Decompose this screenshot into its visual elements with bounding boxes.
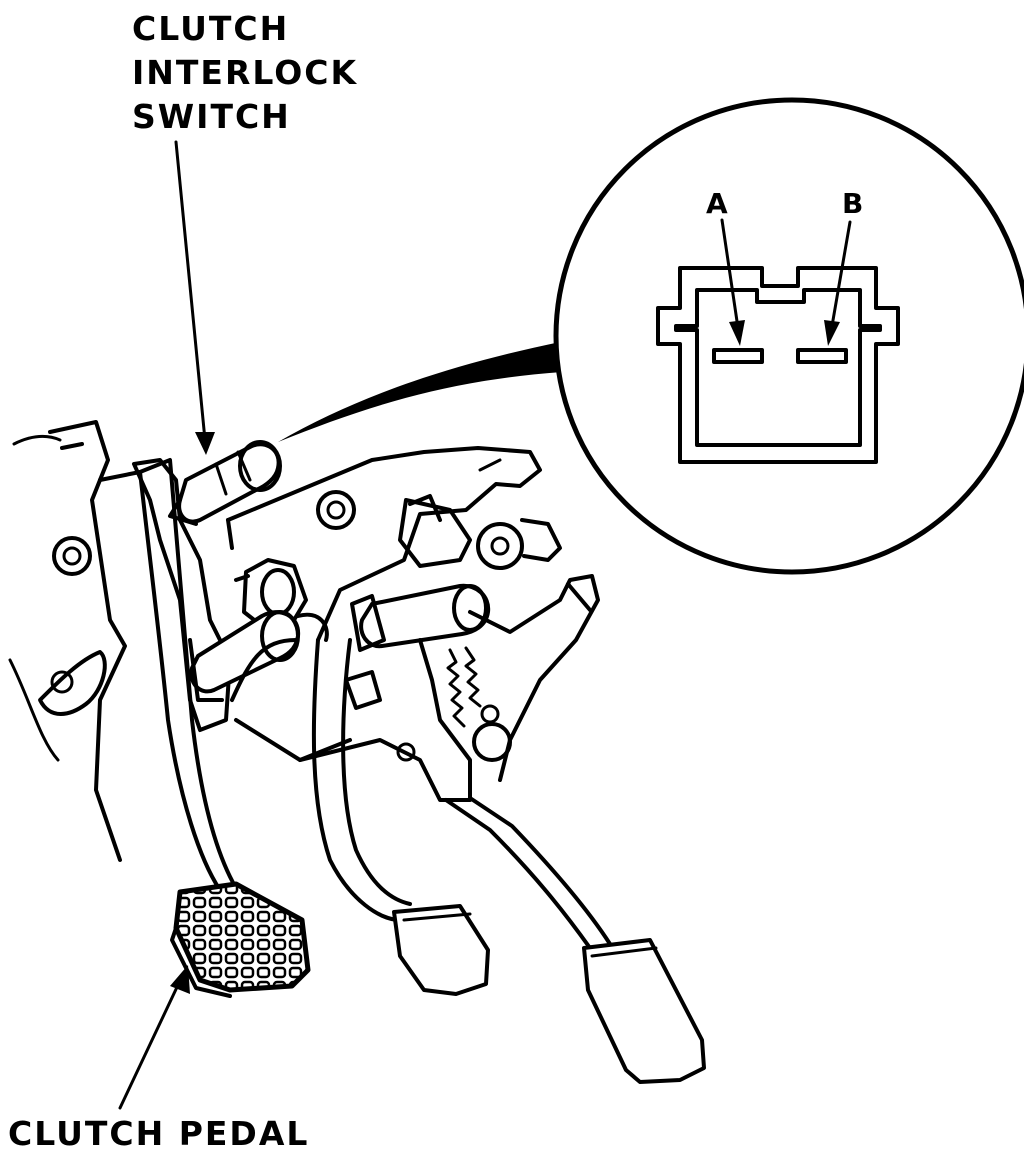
stopper-end	[260, 610, 300, 662]
connector-housing-outer	[656, 266, 900, 464]
brake-lever-front	[311, 638, 402, 922]
brake-arm-tab	[566, 582, 592, 612]
cable-top	[12, 435, 62, 446]
terminal-a-arrowhead	[729, 320, 745, 346]
right-shaft	[520, 518, 562, 562]
brake-lever-back	[341, 638, 412, 906]
switch-label-line3: SWITCH	[132, 97, 291, 136]
clutch-pedal-pad	[173, 881, 311, 993]
brake-switch-nut	[350, 594, 386, 652]
pedal-label: CLUTCH PEDAL	[8, 1114, 309, 1152]
terminal-b-label: B	[842, 187, 863, 220]
clutch-pad-edge	[170, 926, 232, 998]
left-lever-tab	[60, 442, 84, 450]
clutch-lever-front	[98, 470, 222, 892]
center-bracket	[398, 498, 472, 568]
terminal-b-blade	[796, 348, 848, 364]
housing-hole	[396, 742, 416, 762]
clutch-interlock-switch	[168, 440, 282, 526]
left-nut	[52, 536, 92, 576]
center-tab	[408, 494, 442, 522]
switch-bracket	[132, 458, 232, 732]
switch-body	[177, 442, 281, 524]
connector-housing-inner	[674, 288, 882, 447]
callout-wedge	[278, 342, 562, 442]
terminal-a-blade	[712, 348, 764, 364]
right-pivot-inner	[490, 536, 510, 556]
terminal-b-arrowhead	[824, 320, 840, 346]
plate-left-edge	[226, 518, 234, 550]
clip-bracket	[38, 650, 107, 716]
return-spring-2	[464, 646, 482, 708]
left-nut-bore	[62, 546, 82, 566]
plate-bolt-inner	[326, 500, 346, 520]
housing-tab	[344, 670, 382, 710]
stopper-bracket	[188, 638, 224, 702]
brake-arm-upper	[468, 574, 600, 782]
switch-arrowhead	[195, 432, 215, 455]
switch-end	[238, 440, 282, 492]
plate-bolt	[316, 490, 356, 530]
pedal-arrowhead	[170, 965, 190, 994]
right-pivot	[476, 522, 524, 570]
pedal-assembly	[8, 420, 706, 1084]
terminal-a-label: A	[706, 187, 728, 220]
clutch-link	[230, 638, 298, 702]
left-lever-arm	[48, 420, 127, 862]
accel-lever-back	[468, 796, 612, 946]
brake-switch-end	[452, 584, 488, 632]
switch-leader-arrow	[174, 140, 207, 442]
terminal-b-leader	[830, 220, 852, 328]
lower-link	[298, 738, 352, 762]
switch-label-line2: INTERLOCK	[132, 53, 358, 92]
switch-ridge-2	[214, 462, 228, 496]
detail-circle	[553, 97, 1024, 575]
accelerator-pedal-pad	[582, 938, 706, 1084]
switch-nut	[168, 498, 198, 526]
pedal-leader-arrow	[118, 983, 180, 1110]
pivot-shaft	[234, 574, 250, 582]
switch-label-line1: CLUTCH	[132, 9, 289, 48]
lower-housing	[234, 638, 472, 802]
brake-switch-body	[359, 583, 491, 649]
wire-loop	[296, 612, 329, 642]
stopper-body	[189, 610, 301, 694]
cable-lower	[8, 658, 60, 762]
accel-lever-front	[444, 798, 592, 950]
spring-hook	[480, 704, 500, 724]
return-spring	[446, 648, 466, 728]
accel-pad-line	[590, 946, 658, 958]
terminal-a-leader	[720, 218, 740, 330]
clip-eye	[50, 670, 74, 694]
mounting-plate-top	[226, 446, 542, 642]
plate-tab	[478, 458, 502, 472]
connector-detail: A B	[553, 97, 1024, 575]
switch-ridge	[236, 450, 252, 482]
brake-pad-line	[402, 912, 472, 922]
